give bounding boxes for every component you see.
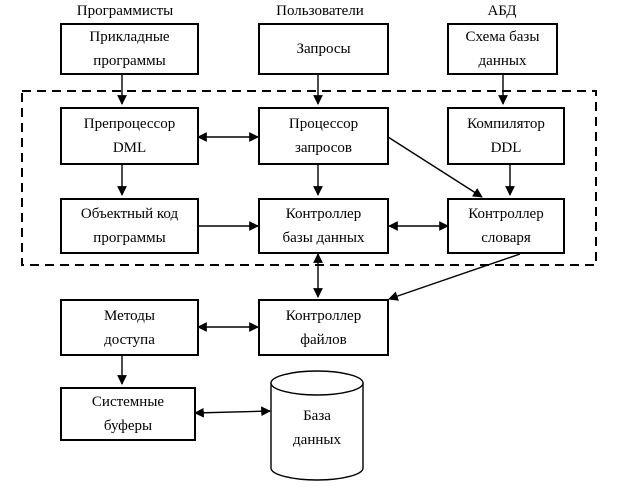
- object-code-line1: Объектный код: [80, 206, 179, 222]
- arrow-processor-to-dictionary: [387, 136, 483, 198]
- header-users: Пользователи: [276, 3, 364, 19]
- database-label: База данных: [271, 404, 363, 452]
- file-controller-line2: файлов: [300, 331, 347, 348]
- query-processor-box: Процессор запросов: [258, 107, 389, 165]
- database-line2: данных: [293, 432, 341, 448]
- preprocessor-line2: DML: [112, 140, 147, 156]
- arrow-dictionary-to-filecontroller: [388, 253, 521, 301]
- preprocessor-box: Препроцессор DML: [60, 107, 199, 165]
- ddl-compiler-line2: DDL: [490, 140, 522, 156]
- system-buffers-line1: Системные: [91, 394, 165, 410]
- object-code-line2: программы: [93, 230, 166, 246]
- ddl-compiler-line1: Компилятор: [467, 116, 545, 132]
- header-dba: АБД: [487, 3, 517, 19]
- access-methods-box: Методы доступа: [60, 299, 199, 356]
- system-buffers-line2: буферы: [103, 418, 153, 434]
- object-code-box: Объектный код программы: [60, 198, 199, 254]
- applied-programs-box: Прикладные программы: [60, 23, 199, 75]
- db-schema-box: Схема базы данных: [447, 23, 558, 75]
- db-schema-line2: данных: [478, 53, 527, 69]
- applied-programs-line2: программы: [93, 53, 166, 69]
- query-processor-line2: запросов: [294, 140, 353, 156]
- database-cylinder: [270, 370, 364, 481]
- dictionary-controller-line1: Контроллер: [468, 206, 544, 222]
- db-controller-line2: базы данных: [282, 230, 365, 246]
- file-controller-line1: Контроллер: [285, 307, 362, 324]
- db-schema-line1: Схема базы: [465, 29, 540, 45]
- query-processor-line1: Процессор: [288, 116, 359, 132]
- file-controller-box: Контроллер файлов: [258, 299, 389, 356]
- system-buffers-box: Системные буферы: [60, 387, 196, 441]
- db-controller-box: Контроллер базы данных: [258, 198, 389, 254]
- ddl-compiler-box: Компилятор DDL: [447, 107, 565, 165]
- dictionary-controller-line2: словаря: [481, 230, 531, 246]
- access-methods-line1: Методы: [104, 307, 155, 324]
- dictionary-controller-box: Контроллер словаря: [447, 198, 565, 254]
- applied-programs-line1: Прикладные: [89, 29, 170, 45]
- database-line1: База: [303, 408, 331, 424]
- queries-box: Запросы: [258, 23, 389, 75]
- queries-line1: Запросы: [296, 41, 351, 57]
- access-methods-line2: доступа: [104, 331, 155, 348]
- db-controller-line1: Контроллер: [285, 206, 362, 222]
- header-programmers: Программисты: [76, 3, 174, 19]
- dbms-boundary: [21, 90, 597, 266]
- arrow-buffers-database: [194, 406, 271, 418]
- preprocessor-line1: Препроцессор: [83, 116, 176, 132]
